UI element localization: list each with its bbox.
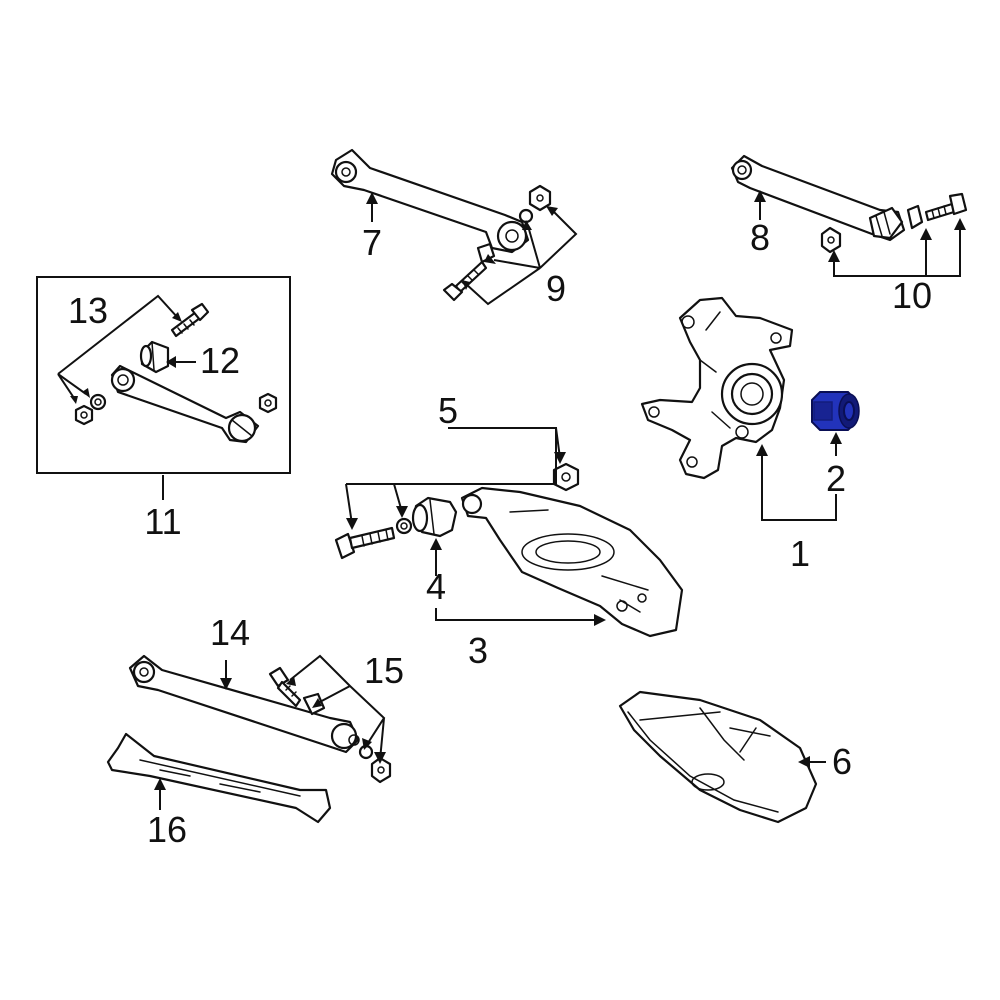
callout-2: 2 [826, 458, 846, 499]
arrow-7 [366, 192, 378, 204]
part-2-bushing-highlighted[interactable] [811, 391, 860, 431]
callout-6: 6 [832, 741, 852, 782]
callout-10: 10 [892, 275, 932, 316]
arrow-8 [754, 190, 766, 202]
arrow-16 [154, 778, 166, 790]
part-9-hardware[interactable] [442, 184, 552, 302]
callout-4: 4 [426, 566, 446, 607]
part-7-control-arm[interactable] [330, 148, 530, 254]
callout-7: 7 [362, 222, 382, 263]
part-10-hardware[interactable] [820, 192, 968, 254]
callout-11: 11 [144, 501, 181, 542]
callout-5: 5 [438, 390, 458, 431]
part-16-plate[interactable] [106, 732, 332, 824]
leader-13 [57, 294, 182, 404]
part-5-hardware[interactable] [334, 462, 580, 560]
part-8-control-arm[interactable] [730, 154, 906, 242]
leader-15 [286, 654, 386, 764]
callout-14: 14 [210, 612, 250, 653]
leader-5 [345, 427, 566, 530]
callout-16: 16 [147, 809, 187, 850]
callout-8: 8 [750, 217, 770, 258]
arrow-4 [430, 538, 442, 550]
callout-15: 15 [364, 650, 404, 691]
inset-frame [36, 276, 291, 474]
part-11-lateral-link[interactable] [110, 364, 260, 444]
arrow-2 [830, 432, 842, 444]
leader-9 [462, 206, 578, 306]
callout-12: 12 [200, 340, 240, 381]
callout-9: 9 [546, 268, 566, 309]
part-3-lower-control-arm[interactable] [460, 486, 684, 638]
callout-3: 3 [468, 630, 488, 671]
part-14-control-arm[interactable] [128, 654, 360, 754]
arrow-14 [220, 678, 232, 690]
part-4-bushing[interactable] [411, 496, 458, 538]
leader-1 [756, 444, 837, 521]
part-12-bushing[interactable] [139, 340, 170, 374]
part-6-shield[interactable] [618, 690, 818, 824]
leader-10 [828, 218, 966, 277]
part-13-hardware[interactable] [74, 302, 278, 426]
leader-3 [435, 608, 606, 626]
part-1-knuckle[interactable] [640, 296, 794, 480]
arrow-6 [798, 756, 810, 768]
leader-12 [166, 356, 196, 368]
callout-1: 1 [790, 533, 810, 574]
callout-13: 13 [68, 290, 108, 331]
part-15-hardware[interactable] [268, 666, 392, 784]
